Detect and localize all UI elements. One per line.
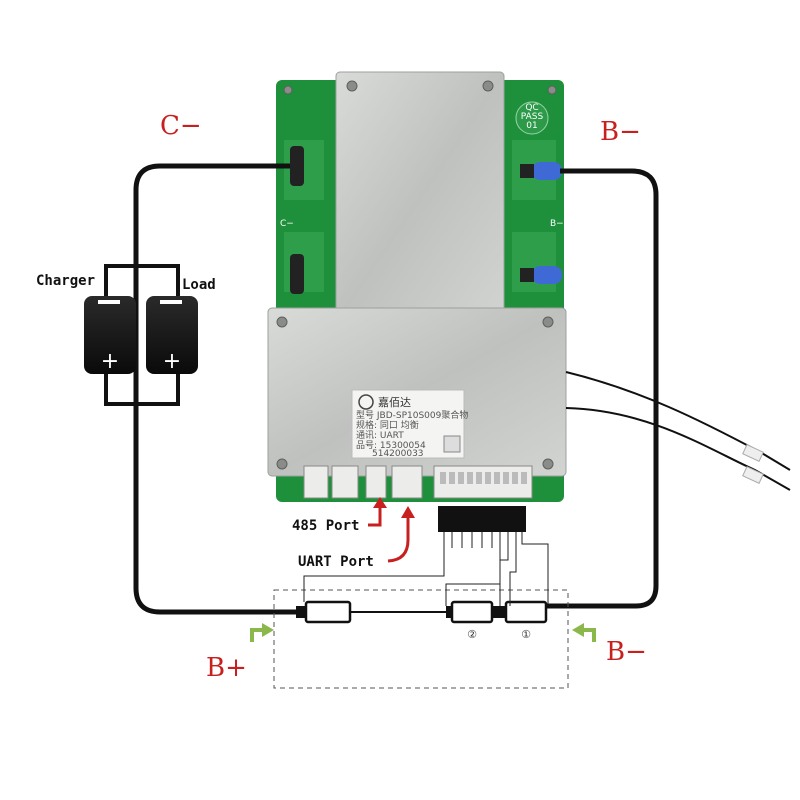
balance-harness (303, 506, 549, 606)
shunt-2 (450, 600, 494, 624)
b-minus-arrow-icon (582, 628, 596, 642)
current-arrows (250, 623, 596, 642)
screw-icon (276, 458, 288, 470)
b-plus-label: B+ (206, 653, 247, 683)
screw-icon (542, 458, 554, 470)
charger-label: Charger (36, 273, 95, 289)
rs485-arrow-icon (368, 506, 382, 527)
bottom-connectors (303, 465, 533, 499)
power-wiring (133, 163, 659, 615)
charger-battery: + (84, 296, 136, 374)
b-minus-wire (546, 168, 659, 609)
uart-arrow-icon (387, 516, 410, 563)
screw-icon (283, 85, 293, 95)
shunt-left (304, 600, 352, 624)
screw-icon (346, 80, 358, 92)
brand-name: 嘉佰达 (378, 395, 411, 409)
battery-pack-outline (273, 589, 569, 689)
svg-text:+: + (101, 349, 119, 374)
temperature-sensor-wires (565, 371, 791, 491)
balance-plug (438, 506, 526, 532)
battery-pack: ② ① (273, 589, 569, 689)
b-plus-arrow-icon (250, 628, 264, 642)
bms-board: C− B− B− QC PASS 01 (267, 71, 567, 502)
shunt-2-marker: ② (467, 628, 477, 641)
rs485-port-label: 485 Port (292, 518, 359, 534)
label-serial: 514200033 (372, 449, 424, 459)
uart-port-label: UART Port (298, 554, 374, 570)
qr-code (443, 435, 461, 453)
label-model: 型号 JBD-SP10S009聚合物 (356, 409, 468, 421)
connector-2 (331, 465, 359, 499)
svg-text:QC: QC (525, 103, 538, 113)
rs485-connector (365, 465, 387, 499)
brand-logo-icon (358, 394, 374, 410)
port-callouts: 485 Port UART Port (292, 497, 415, 570)
silk-b-minus-2: B− (550, 219, 564, 229)
uart-connector (391, 465, 423, 499)
product-label: 嘉佰达 型号 JBD-SP10S009聚合物 规格: 同口 均衡 通讯: UAR… (351, 389, 468, 459)
connector-1 (303, 465, 329, 499)
c-minus-label: C− (160, 111, 202, 141)
device-bus (104, 264, 180, 406)
label-part: 品号: 15300054 (356, 440, 426, 451)
b-minus-top-label: B− (600, 117, 641, 147)
b-minus-bottom-label: B− (606, 637, 647, 667)
b-minus-cable-lugs (520, 162, 562, 284)
svg-text:+: + (163, 349, 181, 374)
load-battery: + (146, 296, 198, 374)
label-comm: 通讯: UART (356, 430, 404, 441)
screw-icon (276, 316, 288, 328)
c-minus-wire (133, 163, 300, 615)
load-label: Load (182, 277, 216, 293)
qc-pass-sticker: QC PASS 01 (515, 101, 549, 135)
shunt-1-marker: ① (521, 628, 531, 641)
c-minus-cable-lugs (290, 146, 304, 294)
screw-icon (542, 316, 554, 328)
mounting-screws (276, 80, 557, 470)
heatsink-top (335, 71, 505, 323)
shunt-1 (504, 600, 548, 624)
screw-icon (482, 80, 494, 92)
screw-icon (547, 85, 557, 95)
svg-text:01: 01 (526, 121, 537, 131)
svg-text:PASS: PASS (521, 112, 544, 122)
label-spec: 规格: 同口 均衡 (356, 419, 419, 431)
silk-c-minus: C− (280, 219, 294, 229)
